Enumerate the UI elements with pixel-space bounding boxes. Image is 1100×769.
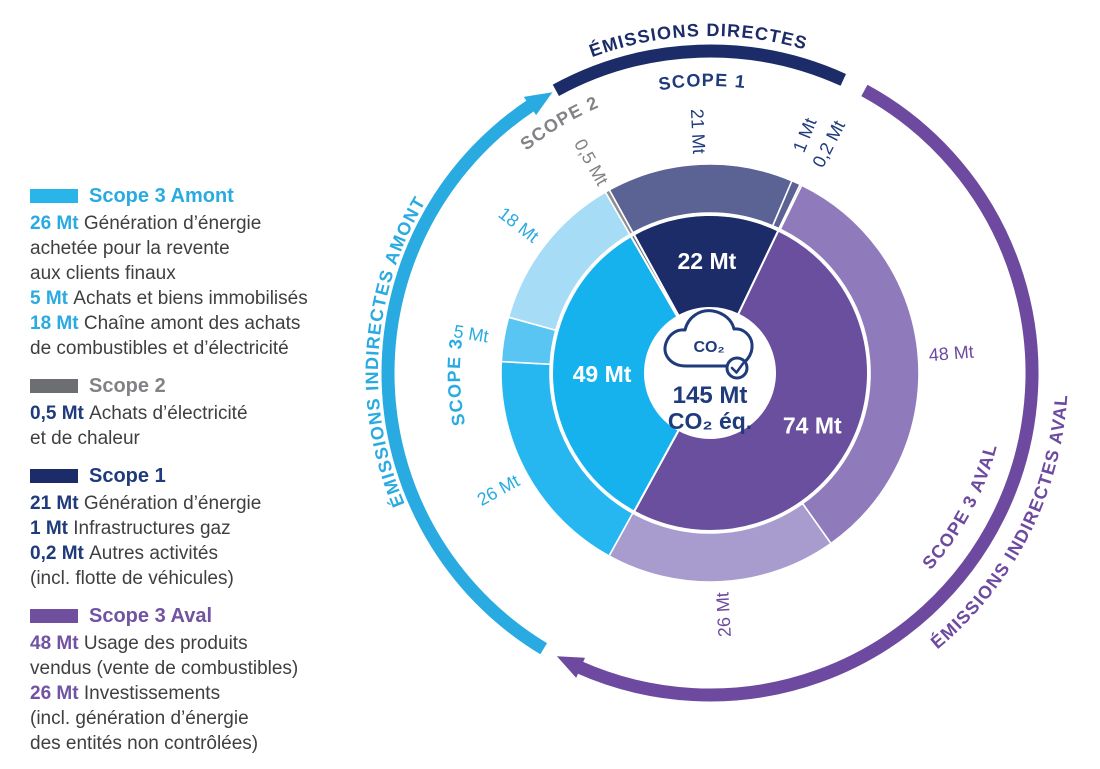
value-label-26-Mt-Scope-3-Amont: 26 Mt: [474, 471, 523, 510]
check-circle: [725, 356, 749, 380]
legend-line: vendus (vente de combustibles): [30, 658, 299, 679]
scope-2-swatch-icon: [30, 379, 78, 393]
value-label-26-Mt-Scope-3-Aval: 26 Mt: [712, 592, 735, 638]
legend: Scope 3 Amont 26 Mt Génération d’énergie a…: [30, 184, 366, 769]
scope-3-amont-swatch-icon: [30, 189, 78, 203]
legend-line: achetée pour la revente: [30, 238, 230, 259]
legend-value: 0,2 Mt: [30, 543, 90, 564]
center-total: 145 Mt: [673, 382, 748, 409]
check-mark: [730, 362, 745, 374]
legend-title: Scope 3 Aval: [89, 605, 213, 627]
value-label-0-5-Mt-Scope-2: 0,5 Mt: [570, 136, 612, 189]
legend-value: 26 Mt: [30, 213, 84, 234]
legend-value: 5 Mt: [30, 288, 74, 309]
arc-label-scope-1: SCOPE 1: [657, 70, 747, 94]
band-arrow-Scope-3-Aval: [556, 656, 586, 678]
legend-line: 26 Mt Génération d’énergie: [30, 213, 262, 234]
scope-3-aval-swatch-icon: [30, 609, 78, 623]
legend-line: (incl. flotte de véhicules): [30, 568, 234, 589]
co2-cloud-check-icon: CO₂: [663, 309, 754, 380]
legend-line: 5 Mt Achats et biens immobilisés: [30, 288, 308, 309]
arc-label-scope-3-aval: SCOPE 3 AVAL: [918, 441, 1001, 573]
legend-title: Scope 2: [89, 375, 166, 397]
legend-line: aux clients finaux: [30, 263, 176, 284]
legend-value: 0,5 Mt: [30, 403, 90, 424]
legend-title-row: Scope 3 Amont: [30, 184, 366, 208]
legend-block-scope-3-aval: Scope 3 Aval 48 Mt Usage des produits vend…: [30, 604, 366, 756]
legend-block-scope-3-amont: Scope 3 Amont 26 Mt Génération d’énergie a…: [30, 184, 366, 361]
legend-line: 48 Mt Usage des produits: [30, 633, 248, 654]
scope-1-swatch-icon: [30, 469, 78, 483]
legend-line: de combustibles et d’électricité: [30, 338, 289, 359]
legend-title-row: Scope 3 Aval: [30, 604, 366, 628]
legend-title: Scope 3 Amont: [89, 185, 234, 207]
value-label-18-Mt-Scope-3-Amont: 18 Mt: [495, 203, 543, 246]
band-arc-Scope-3-Amont: [381, 99, 548, 655]
legend-title-row: Scope 1: [30, 464, 366, 488]
legend-value: 1 Mt: [30, 518, 74, 539]
inner-label-Scope-1: 22 Mt: [678, 248, 737, 274]
center-unit: CO₂ éq.: [668, 408, 752, 434]
legend-line: 18 Mt Chaîne amont des achats: [30, 313, 301, 334]
legend-value: 26 Mt: [30, 683, 84, 704]
legend-line: (incl. génération d’énergie: [30, 708, 249, 729]
legend-value: 48 Mt: [30, 633, 84, 654]
legend-title-row: Scope 2: [30, 374, 366, 398]
legend-block-scope-2: Scope 2 0,5 Mt Achats d’électricité et de …: [30, 374, 366, 451]
inner-label-Scope-3-Aval: 74 Mt: [783, 413, 842, 439]
cloud-outline: [663, 309, 754, 368]
band-arrow-Scope-3-Amont: [523, 92, 553, 116]
arc-label-text: SCOPE 3: [444, 337, 468, 428]
band-arc-Scope-3-Aval: [575, 84, 1039, 702]
arc-label-text: SCOPE 3 AVAL: [918, 441, 999, 573]
cloud-co2-text: CO₂: [693, 339, 724, 356]
legend-line: 26 Mt Investissements: [30, 683, 221, 704]
band-arc-Scope-1: [552, 44, 846, 96]
arc-label-scope-3: SCOPE 3: [444, 337, 469, 428]
value-label-48-Mt-Scope-3-Aval: 48 Mt: [928, 342, 975, 366]
legend-block-scope-1: Scope 1 21 Mt Génération d’énergie 1 Mt In…: [30, 464, 366, 591]
legend-line: des entités non contrôlées): [30, 733, 259, 754]
legend-value: 18 Mt: [30, 313, 84, 334]
legend-line: 1 Mt Infrastructures gaz: [30, 518, 231, 539]
inner-label-Scope-3-Amont: 49 Mt: [573, 361, 632, 387]
arc-label-text: SCOPE 1: [657, 70, 746, 94]
legend-title: Scope 1: [89, 465, 166, 487]
legend-line: 0,5 Mt Achats d’électricité: [30, 403, 248, 424]
legend-line: 0,2 Mt Autres activités: [30, 543, 218, 564]
outer-ring-segment-0-5-Mt: [604, 188, 635, 236]
legend-line: et de chaleur: [30, 428, 140, 449]
legend-value: 21 Mt: [30, 493, 84, 514]
legend-line: 21 Mt Génération d’énergie: [30, 493, 262, 514]
value-label-21-Mt-Scope-1: 21 Mt: [687, 108, 709, 154]
